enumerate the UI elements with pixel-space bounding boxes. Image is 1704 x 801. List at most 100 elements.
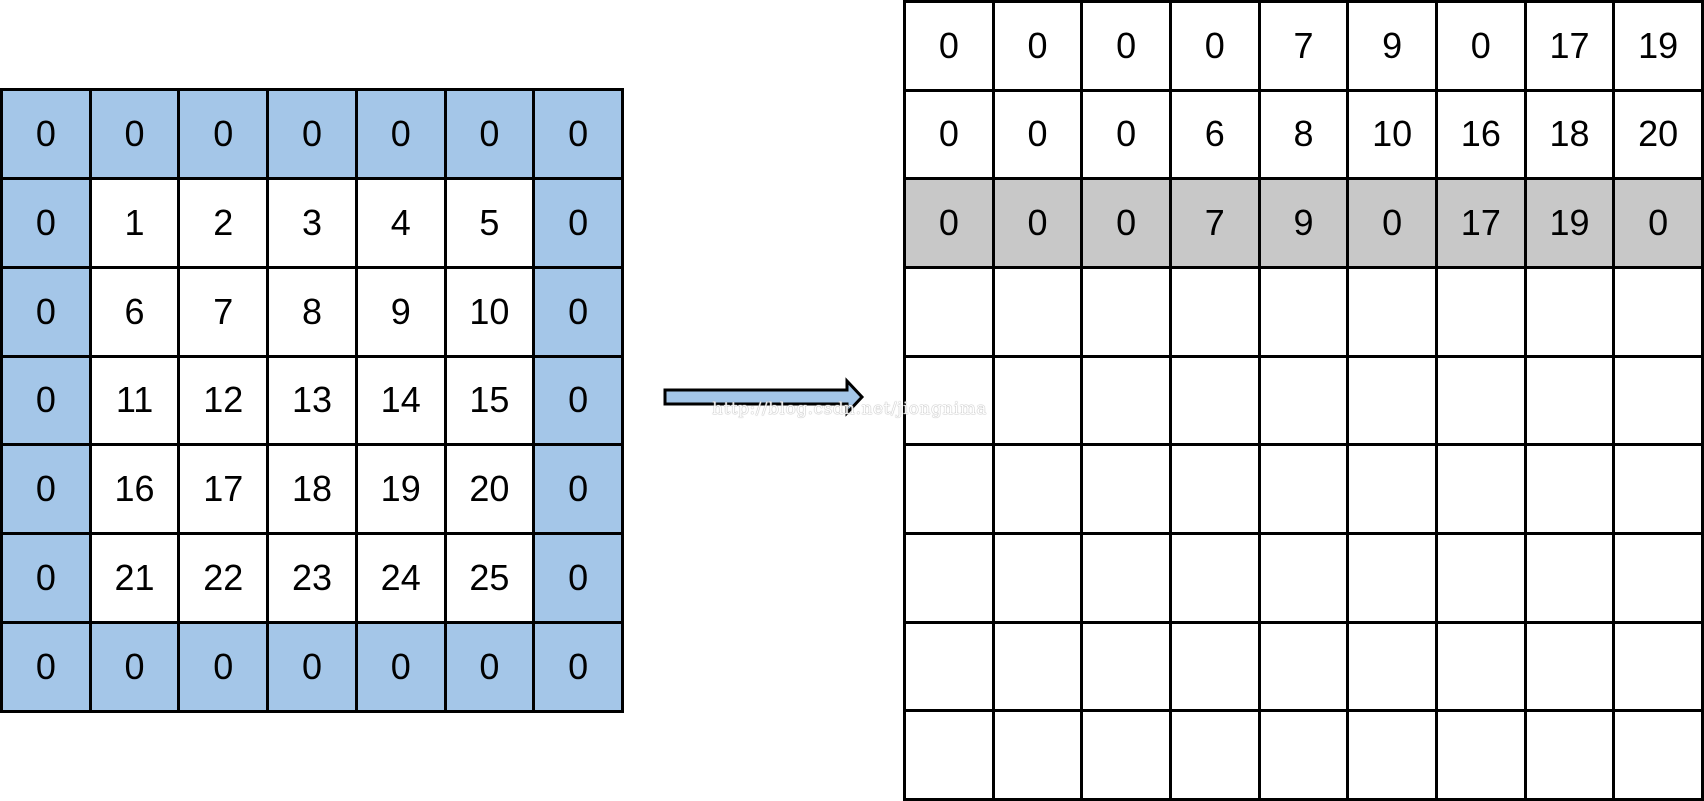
- padding-cell: 0: [535, 357, 624, 447]
- input-cell: 22: [180, 535, 270, 625]
- padding-cell: 0: [180, 624, 270, 713]
- output-cell: [906, 712, 995, 801]
- watermark-text: http://blog.csdn.net/jiongnima: [712, 399, 987, 419]
- output-cell: [1349, 534, 1438, 624]
- output-cell: 0: [994, 91, 1084, 181]
- padding-cell: 0: [3, 535, 92, 625]
- padding-cell: 0: [180, 91, 270, 180]
- output-cell: [1615, 623, 1704, 713]
- output-cell: [1437, 534, 1527, 624]
- padding-cell: 0: [535, 91, 624, 180]
- input-cell: 8: [269, 268, 358, 358]
- output-cell: [1083, 446, 1172, 535]
- input-cell: 24: [357, 535, 447, 625]
- input-cell: 15: [446, 357, 536, 447]
- output-cell: [906, 357, 995, 447]
- padding-cell: 0: [3, 446, 92, 536]
- output-cell: [994, 357, 1084, 447]
- output-cell: [1437, 623, 1527, 713]
- output-cell: [1349, 268, 1438, 358]
- input-cell: 7: [180, 268, 270, 358]
- padding-cell: 0: [357, 91, 447, 180]
- input-cell: 25: [446, 535, 536, 625]
- padding-cell: 0: [91, 91, 181, 180]
- padding-cell: 0: [535, 535, 624, 625]
- output-cell: [1437, 357, 1527, 447]
- input-cell: 1: [91, 179, 181, 269]
- output-cell: 20: [1615, 91, 1704, 181]
- padding-cell: 0: [269, 624, 358, 713]
- output-cell: 0: [1083, 91, 1172, 181]
- output-cell: [1083, 534, 1172, 624]
- output-cell: 6: [1171, 91, 1261, 181]
- input-cell: 9: [357, 268, 447, 358]
- right-arrow-icon: [663, 377, 865, 417]
- output-cell: 0: [994, 3, 1084, 92]
- output-cell: [1083, 268, 1172, 358]
- input-cell: 5: [446, 179, 536, 269]
- output-cell: [1526, 623, 1616, 713]
- output-cell: [1260, 712, 1350, 801]
- output-cell: [906, 534, 995, 624]
- padding-cell: 0: [535, 268, 624, 358]
- padding-cell: 0: [446, 624, 536, 713]
- output-cell: 7: [1260, 3, 1350, 92]
- output-cell: [1260, 357, 1350, 447]
- padding-cell: 0: [535, 446, 624, 536]
- input-cell: 18: [269, 446, 358, 536]
- input-cell: 13: [269, 357, 358, 447]
- output-cell: 8: [1260, 91, 1350, 181]
- output-cell: [1171, 712, 1261, 801]
- output-cell: [1437, 712, 1527, 801]
- output-cell: [1171, 446, 1261, 535]
- padding-cell: 0: [3, 179, 92, 269]
- highlighted-output-cell: 17: [1437, 180, 1527, 269]
- output-cell: [1615, 712, 1704, 801]
- output-cell: [1615, 446, 1704, 535]
- input-cell: 14: [357, 357, 447, 447]
- output-cell: [1349, 357, 1438, 447]
- output-cell: [1171, 268, 1261, 358]
- padding-cell: 0: [3, 268, 92, 358]
- output-cell: [1526, 446, 1616, 535]
- output-cell: [1171, 357, 1261, 447]
- output-cell: [1437, 446, 1527, 535]
- highlighted-output-cell: 0: [906, 180, 995, 269]
- output-cell: [1260, 446, 1350, 535]
- highlighted-output-cell: 0: [1615, 180, 1704, 269]
- padding-cell: 0: [535, 624, 624, 713]
- output-cell: [1083, 623, 1172, 713]
- input-cell: 12: [180, 357, 270, 447]
- input-cell: 19: [357, 446, 447, 536]
- output-cell: 10: [1349, 91, 1438, 181]
- output-cell: 9: [1349, 3, 1438, 92]
- output-cell: 19: [1615, 3, 1704, 92]
- output-cell: [1526, 534, 1616, 624]
- output-cell: [994, 534, 1084, 624]
- output-cell: [1526, 357, 1616, 447]
- padding-cell: 0: [357, 624, 447, 713]
- output-cell: [1083, 357, 1172, 447]
- padding-cell: 0: [269, 91, 358, 180]
- output-cell: [1526, 268, 1616, 358]
- output-cell: 0: [906, 3, 995, 92]
- highlighted-output-cell: 0: [994, 180, 1084, 269]
- output-cell: [906, 446, 995, 535]
- output-cell: [1260, 623, 1350, 713]
- output-cell: 18: [1526, 91, 1616, 181]
- padding-cell: 0: [91, 624, 181, 713]
- padding-cell: 0: [3, 357, 92, 447]
- output-cell: [1260, 534, 1350, 624]
- input-cell: 21: [91, 535, 181, 625]
- output-cell: [994, 446, 1084, 535]
- output-cell: [1260, 268, 1350, 358]
- output-cell: [1526, 712, 1616, 801]
- output-cell: 0: [1171, 3, 1261, 92]
- highlighted-output-cell: 0: [1083, 180, 1172, 269]
- input-cell: 6: [91, 268, 181, 358]
- output-cell: [1615, 268, 1704, 358]
- highlighted-output-cell: 7: [1171, 180, 1261, 269]
- output-cell: [906, 623, 995, 713]
- padding-cell: 0: [446, 91, 536, 180]
